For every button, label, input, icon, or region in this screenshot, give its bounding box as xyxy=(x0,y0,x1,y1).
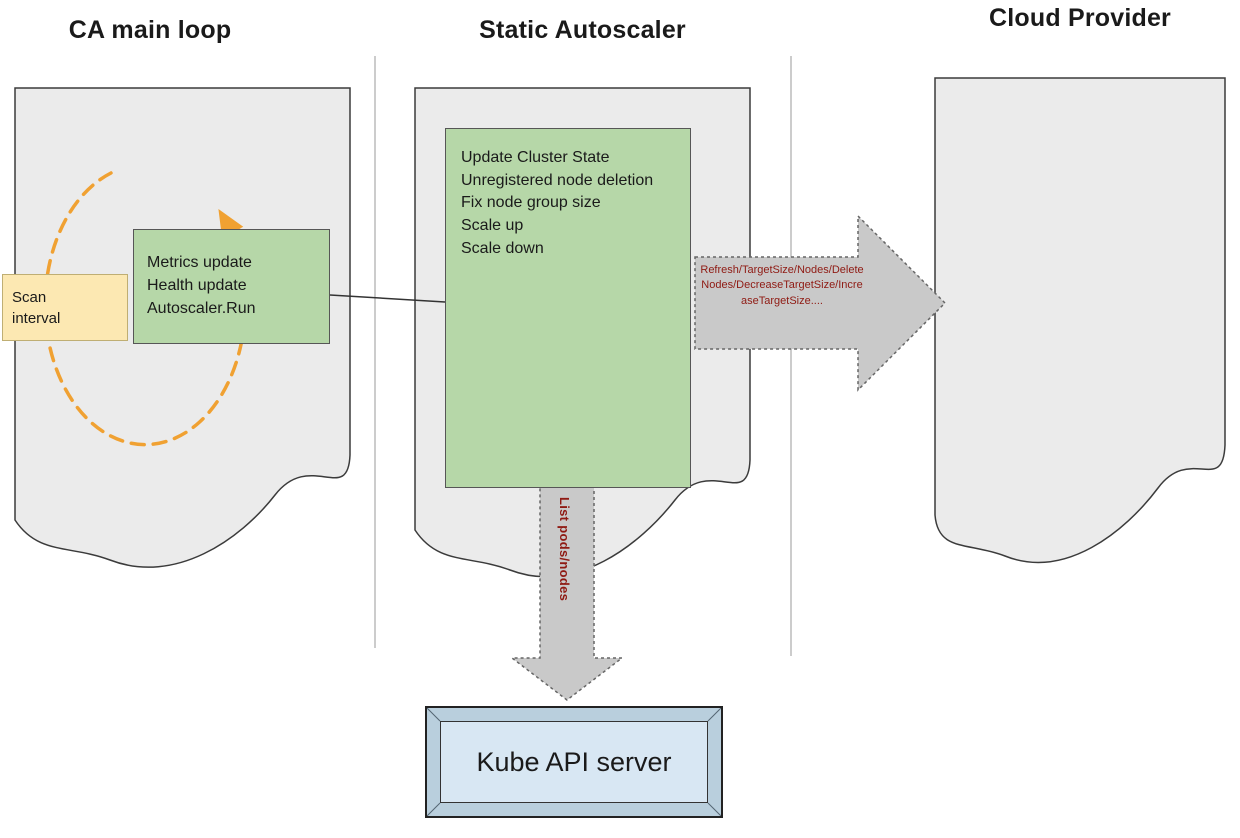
kube-api-server-face: Kube API server xyxy=(440,721,708,803)
kube-box-bevel-lines xyxy=(427,708,721,816)
autoscaler-step: Scale up xyxy=(461,217,524,235)
title-ca-main-loop: CA main loop xyxy=(68,16,232,44)
autoscaler-step: Scale down xyxy=(461,239,544,257)
main-loop-steps-box: Metrics update Health update Autoscaler.… xyxy=(133,229,330,344)
cloud-arrow-label: Refresh/TargetSize/Nodes/DeleteNodes/Dec… xyxy=(700,264,864,307)
scan-interval-label: Scan interval xyxy=(12,288,61,327)
kube-api-server-box: Kube API server xyxy=(425,706,723,818)
main-loop-step: Autoscaler.Run xyxy=(147,299,256,317)
main-loop-step: Health update xyxy=(147,277,247,295)
autoscaler-steps-box: Update Cluster State Unregistered node d… xyxy=(445,128,691,488)
cloud-provider-arrow xyxy=(694,214,947,392)
title-cloud-provider: Cloud Provider xyxy=(989,4,1171,32)
scan-interval-box: Scan interval xyxy=(2,274,128,341)
kube-api-arrow xyxy=(509,484,625,701)
autoscaler-step: Fix node group size xyxy=(461,194,601,212)
kube-api-server-label: Kube API server xyxy=(476,746,672,777)
autoscaler-step: Unregistered node deletion xyxy=(461,171,654,189)
autoscaler-step: Update Cluster State xyxy=(461,149,610,166)
kube-arrow-label: List pods/nodes xyxy=(557,497,572,602)
title-static-autoscaler: Static Autoscaler xyxy=(479,16,686,44)
cloud-provider-document xyxy=(934,77,1226,564)
mainloop-autoscaler-connector xyxy=(329,294,446,303)
main-loop-step: Metrics update xyxy=(147,254,252,272)
